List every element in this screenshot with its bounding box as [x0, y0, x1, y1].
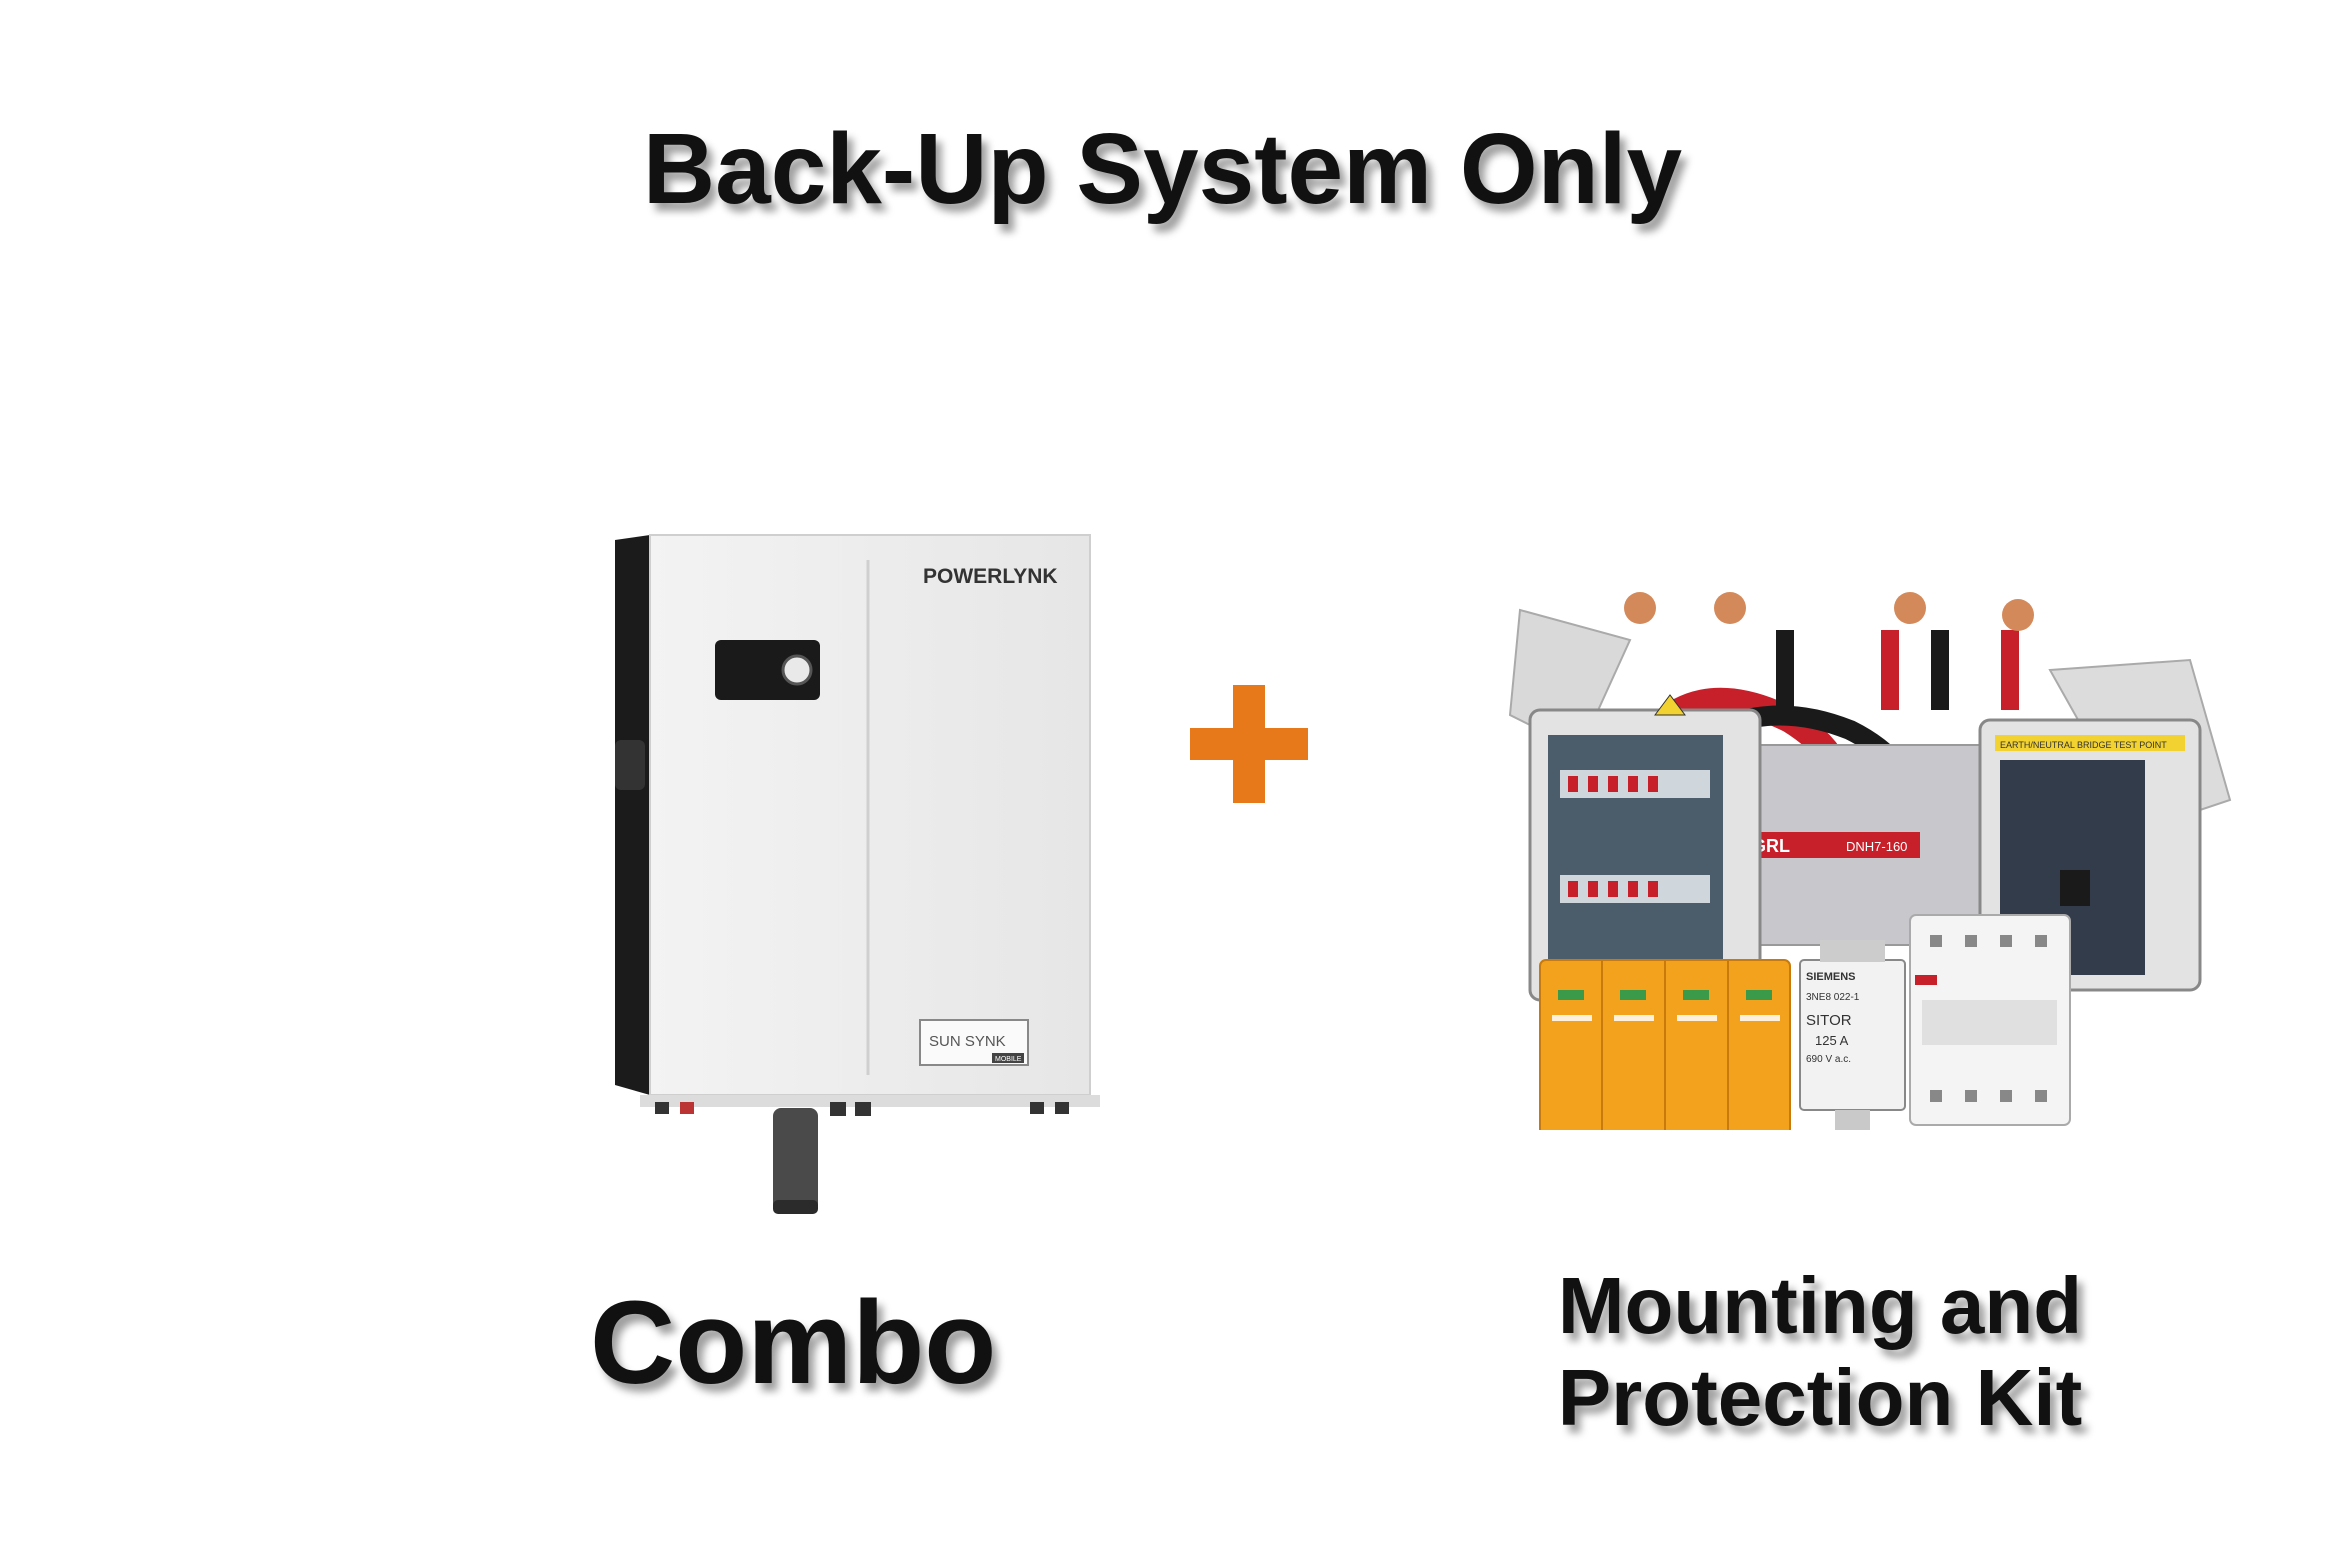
plus-icon	[1190, 685, 1308, 803]
svg-text:SIEMENS: SIEMENS	[1806, 971, 1856, 983]
combo-label: Combo	[590, 1277, 997, 1409]
svg-text:DNH7-160: DNH7-160	[1846, 839, 1907, 854]
page-title: Back-Up System Only	[642, 113, 1683, 225]
kit-label: Mounting and Protection Kit	[1520, 1260, 2120, 1444]
svg-text:SITOR: SITOR	[1806, 1012, 1852, 1029]
badge-sub: MOBILE	[995, 1056, 1022, 1063]
badge-text: SUN SYNK	[929, 1033, 1006, 1050]
kit-label-line1: Mounting and	[1557, 1261, 2083, 1350]
brand-text: POWERLYNK	[923, 565, 1058, 588]
kit-label-line2: Protection Kit	[1557, 1353, 2083, 1442]
svg-text:EARTH/NEUTRAL BRIDGE TEST POIN: EARTH/NEUTRAL BRIDGE TEST POINT	[2000, 740, 2167, 750]
protection-kit-image: GRL DNH7-160 EARTH/NEUTRAL BRIDGE TEST P…	[1508, 592, 2232, 1130]
svg-text:690 V a.c.: 690 V a.c.	[1806, 1054, 1851, 1065]
svg-text:125 A: 125 A	[1815, 1033, 1849, 1048]
svg-text:3NE8 022-1: 3NE8 022-1	[1806, 992, 1860, 1003]
inverter-unit-image: POWERLYNK SUN SYNK MOBILE	[615, 534, 1100, 1214]
